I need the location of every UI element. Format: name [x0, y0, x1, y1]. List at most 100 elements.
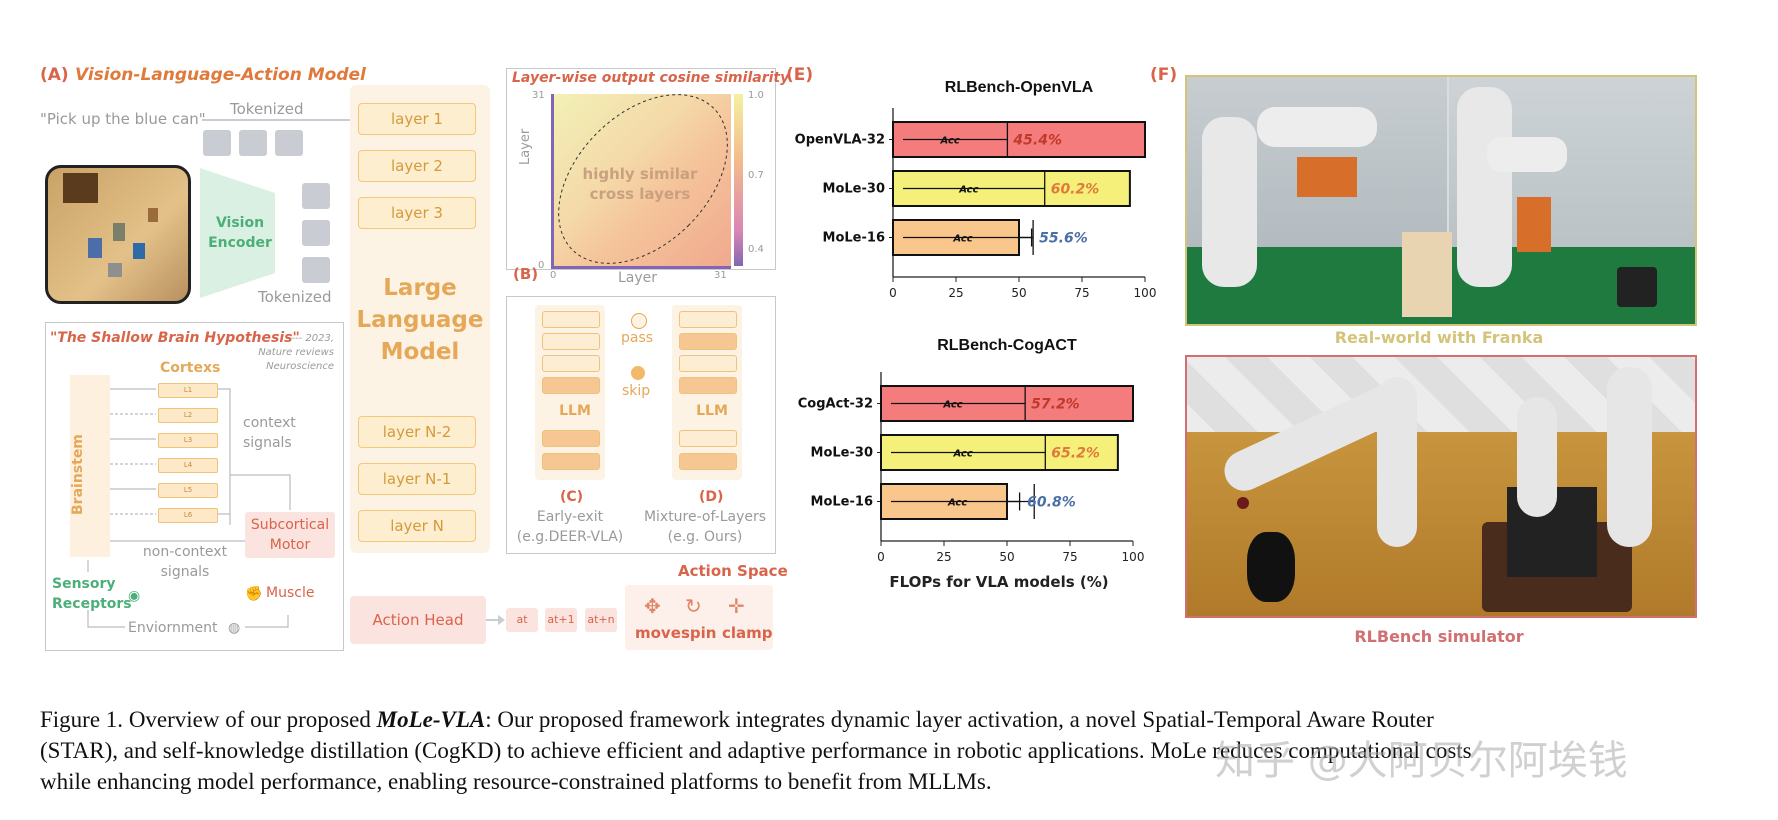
panel-b-label: (B)	[513, 265, 539, 283]
caption-line-2: (STAR), and self-knowledge distillation …	[40, 738, 1472, 763]
heatmap-grid	[551, 94, 731, 269]
context-signals: context signals	[243, 415, 296, 451]
heatmap-xlabel: Layer	[618, 270, 658, 286]
early-exit-layer	[542, 311, 600, 328]
acc-inner-label: Acc	[953, 449, 973, 460]
x-tick-label: 100	[1134, 286, 1157, 300]
panel-d-text: Mixture-of-Layers (e.g. Ours)	[643, 509, 767, 545]
simulator-caption: RLBench simulator	[1354, 627, 1524, 646]
colorbar-tick-mid: 0.7	[748, 170, 764, 181]
globe-icon: ◍	[228, 620, 241, 636]
instruction-arrow	[202, 115, 358, 125]
layer-1: layer 1	[358, 103, 476, 135]
mol-layer	[679, 377, 737, 394]
acc-inner-label: Acc	[940, 136, 960, 147]
early-exit-layer	[542, 453, 600, 470]
colorbar-tick-top: 1.0	[748, 90, 764, 101]
skip-icon	[631, 366, 645, 380]
brain-connections	[110, 388, 291, 542]
acc-value-label: 60.8%	[1027, 495, 1076, 511]
llm-title: Large Language Model	[356, 275, 484, 365]
brain-title: "The Shallow Brain Hypothesis"	[50, 330, 300, 346]
bar-category-label: MoLe-16	[823, 231, 885, 246]
simulator-photo	[1185, 355, 1697, 618]
x-tick-label: 25	[948, 286, 963, 300]
watermark: 知乎 @大阿贝尔阿埃钱	[1215, 738, 1628, 784]
mol-layer	[679, 453, 737, 470]
eye-icon: ◉	[128, 588, 141, 604]
heatmap-x-right: 31	[714, 270, 727, 281]
x-tick-label: 75	[1062, 550, 1077, 564]
panel-b-box	[506, 296, 776, 554]
pass-label: pass	[621, 330, 654, 346]
move-icon: ✥	[644, 594, 661, 618]
mol-layer	[679, 333, 737, 350]
brain-source: --- 2023, Nature reviews Neuroscience	[258, 333, 334, 372]
caption-line-1: Figure 1. Overview of our proposed MoLe-…	[40, 706, 1434, 734]
spin-icon: ↻	[685, 594, 702, 618]
vision-encoder-label: Vision Encoder	[208, 215, 272, 251]
acc-value-label: 45.4%	[1012, 133, 1062, 149]
image-token	[302, 183, 330, 209]
heatmap-y-top: 31	[532, 90, 545, 101]
non-context-signals: non-context signals	[142, 544, 228, 580]
acc-value-label: 55.6%	[1039, 231, 1088, 247]
action-move: move	[635, 624, 681, 642]
action-arrow	[486, 615, 505, 625]
action-clamp: clamp	[722, 624, 773, 642]
clamp-icon: ✛	[728, 594, 745, 618]
early-exit-layer	[542, 333, 600, 350]
acc-inner-label: Acc	[942, 400, 962, 411]
x-tick-label: 0	[877, 550, 885, 564]
vision-encoder-shape	[200, 168, 275, 298]
heatmap-panel	[506, 68, 776, 270]
panel-d-label: (D)	[699, 489, 724, 505]
acc-value-label: 65.2%	[1051, 446, 1100, 462]
muscle-label: Muscle	[266, 585, 315, 601]
cortex-layer: L3	[158, 433, 218, 448]
scene-image	[45, 165, 191, 304]
similarity-ellipse	[558, 94, 728, 264]
cortex-layer: L2	[158, 408, 218, 423]
acc-inner-label: Acc	[947, 498, 967, 509]
heatmap-ylabel: Layer	[518, 128, 533, 165]
muscle-icon: ✊	[245, 586, 263, 602]
panel-c-label: (C)	[560, 489, 584, 505]
model-name: MoLe-VLA	[376, 707, 486, 732]
text-token	[203, 130, 231, 156]
llm-right-label: LLM	[696, 403, 728, 419]
early-exit-layer	[542, 430, 600, 447]
image-token	[302, 257, 330, 283]
x-tick-label: 50	[1011, 286, 1026, 300]
cortex-layer: L5	[158, 483, 218, 498]
brain-box	[45, 322, 344, 651]
action-token: at+1	[545, 608, 577, 632]
acc-inner-label: Acc	[952, 234, 972, 245]
action-token: at	[506, 608, 538, 632]
cortex-layer: L4	[158, 458, 218, 473]
heatmap-colorbar	[734, 94, 743, 266]
heatmap-annotation: highly similar cross layers	[582, 165, 698, 203]
caption-line-1-rest: : Our proposed framework integrates dyna…	[485, 707, 1434, 732]
mol-layer	[679, 430, 737, 447]
layer-n: layer N	[358, 510, 476, 542]
action-head: Action Head	[350, 596, 486, 644]
bar-category-label: MoLe-30	[811, 446, 873, 461]
chart-title: RLBench-OpenVLA	[945, 79, 1094, 96]
panel-c-text: Early-exit (e.g.DEER-VLA)	[516, 509, 624, 545]
tokenized-label-top: Tokenized	[230, 100, 304, 118]
chart-title: RLBench-CogACT	[937, 337, 1077, 354]
action-space-title: Action Space	[678, 562, 788, 580]
text-token	[275, 130, 303, 156]
early-exit-layer	[542, 355, 600, 372]
early-exit-layer	[542, 377, 600, 394]
pass-icon	[631, 313, 647, 329]
subcortical-motor: Subcortical Motor	[245, 512, 335, 558]
real-world-caption: Real-world with Franka	[1334, 328, 1544, 347]
panel-f-label: (F)	[1150, 65, 1178, 85]
bar-category-label: CogAct-32	[798, 397, 873, 412]
x-axis-title: FLOPs for VLA models (%)	[889, 573, 1108, 591]
tokenized-label-bottom: Tokenized	[258, 288, 332, 306]
real-world-photo	[1185, 75, 1697, 326]
